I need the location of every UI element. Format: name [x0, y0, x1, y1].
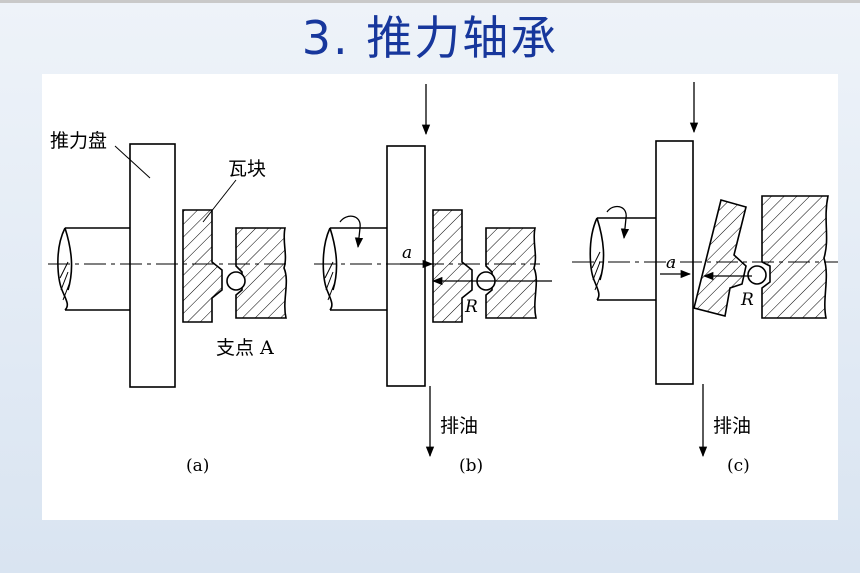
label-disk: 推力盘	[50, 130, 107, 152]
figure-a	[48, 143, 290, 388]
caption-a: (a)	[186, 456, 209, 476]
label-force-c: a	[666, 253, 676, 273]
pad-b	[432, 209, 473, 323]
label-drain-b: 排油	[440, 415, 478, 437]
leader-disk	[114, 145, 151, 179]
label-reaction-c: R	[740, 290, 754, 310]
thrust-disk-a	[129, 143, 176, 388]
pivot-ball-c	[747, 265, 767, 285]
housing-a	[235, 227, 288, 319]
pad-a	[182, 209, 223, 323]
caption-b: (b)	[459, 456, 483, 476]
label-force-b: a	[402, 243, 412, 263]
label-drain-c: 排油	[713, 415, 751, 437]
figure-c	[572, 82, 838, 458]
figure-b	[314, 84, 552, 458]
pad-c	[693, 199, 747, 317]
caption-c: (c)	[727, 456, 750, 476]
label-pad: 瓦块	[228, 158, 266, 180]
label-reaction-b: R	[464, 297, 478, 317]
leader-pad	[202, 179, 237, 223]
shaft-b	[322, 227, 387, 311]
pivot-ball-a	[226, 271, 246, 291]
shaft-c	[589, 217, 656, 301]
housing-b	[485, 227, 538, 319]
shaft-a	[57, 227, 130, 311]
thrust-disk-b	[386, 145, 426, 387]
rotation-arrow-c	[606, 205, 630, 240]
rotation-arrow-b	[339, 215, 364, 249]
label-pivot: 支点 A	[216, 337, 274, 359]
slide-title: 3. 推力轴承	[301, 11, 559, 65]
top-border	[0, 0, 860, 3]
housing-c	[761, 195, 829, 319]
